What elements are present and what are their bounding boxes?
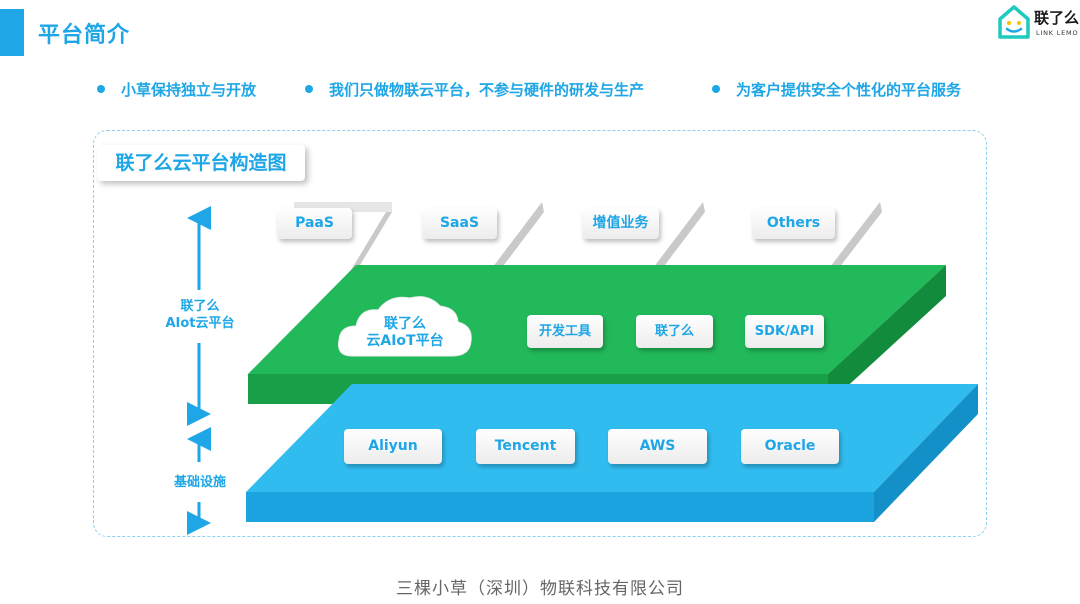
cloud-label-line2: 云AIoT平台 (366, 333, 444, 349)
brand-logo: 联了么 LINK LEMO (996, 3, 1080, 43)
logo-name: 联了么 (1034, 9, 1080, 27)
chip-oracle: Oracle (741, 429, 839, 464)
side-label-platform-line2: AIot云平台 (165, 316, 235, 331)
chip-tencent: Tencent (476, 429, 575, 464)
chip-saas: SaaS (422, 208, 497, 239)
diagram-frame (93, 130, 987, 537)
bullet-dot-icon (305, 84, 313, 93)
side-label-platform-line1: 联了么 (180, 299, 220, 314)
side-label-infrastructure: 基础设施 (173, 475, 226, 490)
cloud-label: 联了么 云AIoT平台 (355, 316, 455, 350)
bullet-dot-icon (97, 84, 105, 93)
house-logo-icon (998, 5, 1030, 39)
bullet-item: 我们只做物联云平台，不参与硬件的研发与生产 (305, 79, 644, 100)
cloud-label-line1: 联了么 (384, 316, 426, 332)
diagram-title: 联了么云平台构造图 (97, 145, 305, 181)
logo-subtitle: LINK LEMO (1036, 29, 1079, 37)
side-label-platform: 联了么 AIot云平台 (150, 298, 250, 332)
chip-paas: PaaS (277, 208, 352, 239)
footer-company: 三棵小草（深圳）物联科技有限公司 (396, 579, 684, 599)
bullet-item: 为客户提供安全个性化的平台服务 (712, 79, 961, 100)
chip-value-added: 增值业务 (582, 208, 659, 239)
chip-aws: AWS (608, 429, 707, 464)
chip-sdk-api: SDK/API (745, 315, 824, 348)
bullet-text: 小草保持独立与开放 (121, 81, 257, 99)
page-title: 平台简介 (38, 23, 131, 48)
chip-aliyun: Aliyun (344, 429, 442, 464)
chip-lianleme: 联了么 (636, 315, 713, 348)
bullet-text: 为客户提供安全个性化的平台服务 (736, 81, 962, 99)
cloud-shape (338, 296, 472, 357)
chip-dev-tools: 开发工具 (527, 315, 603, 348)
title-accent-bar (0, 9, 24, 56)
chip-others: Others (752, 208, 835, 239)
bullet-item: 小草保持独立与开放 (97, 79, 256, 100)
bullet-dot-icon (712, 84, 720, 93)
bullet-text: 我们只做物联云平台，不参与硬件的研发与生产 (329, 81, 645, 99)
